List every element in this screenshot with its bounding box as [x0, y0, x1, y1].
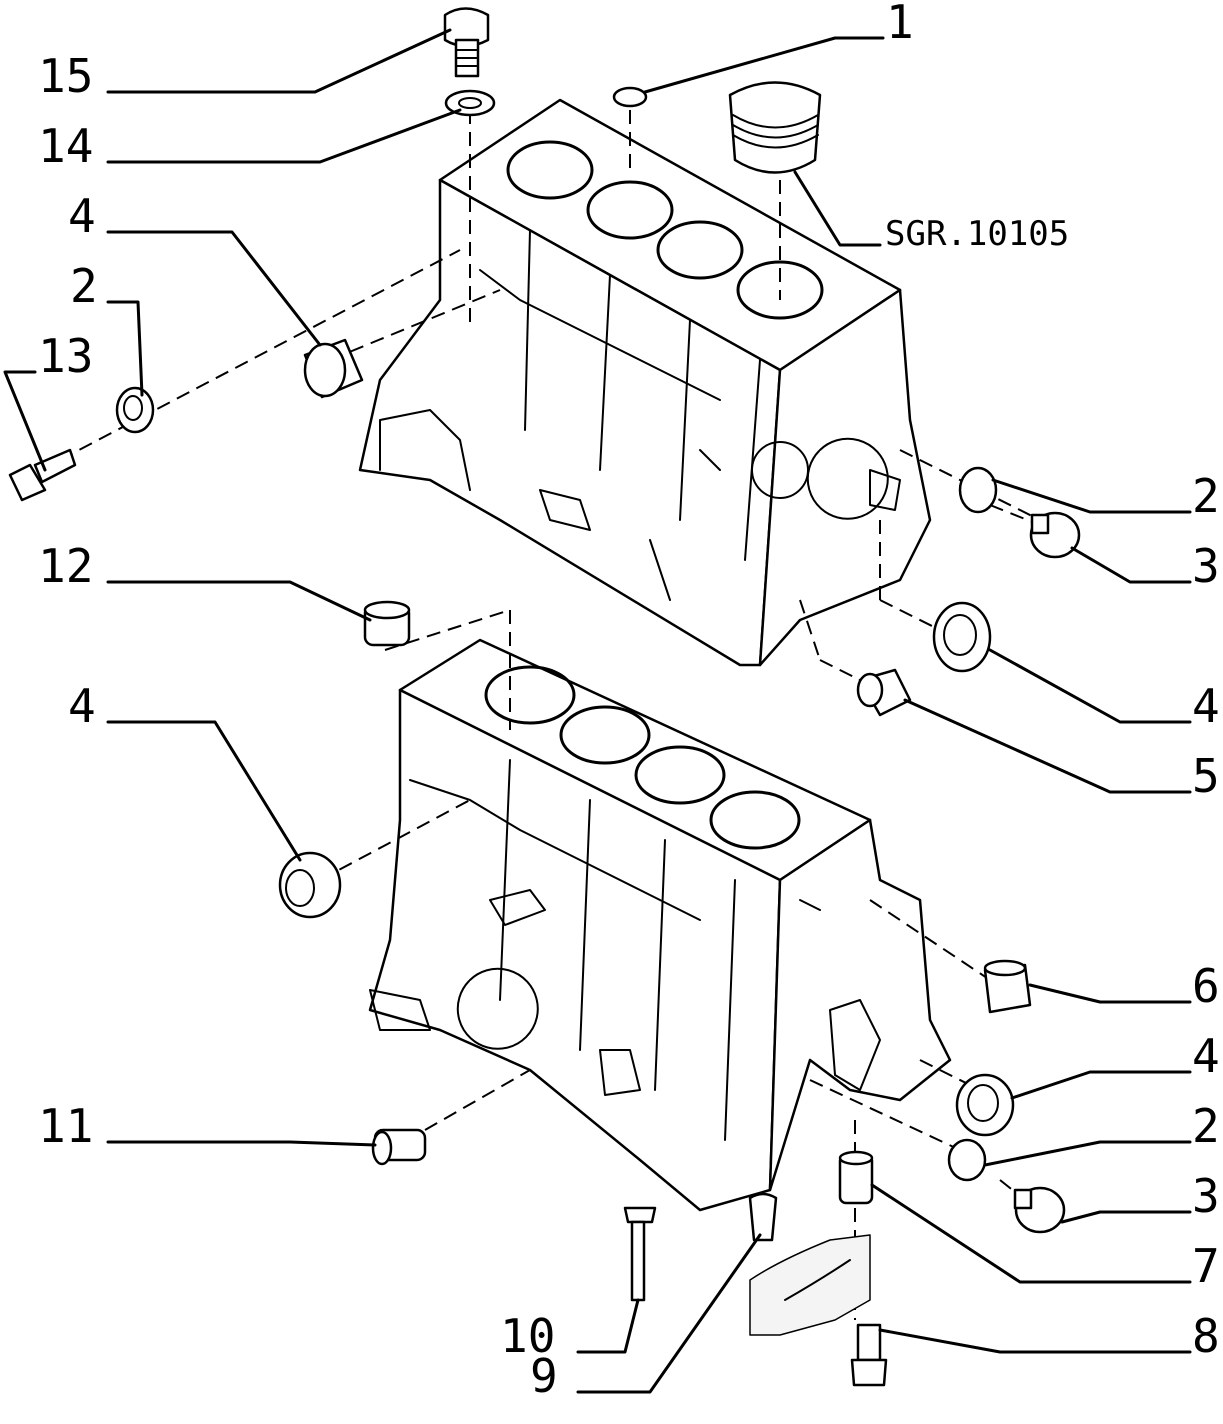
part-11-bushing — [371, 1128, 427, 1166]
callout-4-upper-right: 4 — [1192, 679, 1220, 733]
callout-9: 9 — [530, 1349, 558, 1403]
callout-2-upper-right: 2 — [1192, 469, 1220, 523]
callout-15: 15 — [38, 49, 93, 103]
part-4-seal-lower-left — [278, 851, 342, 919]
callout-4-upper-left: 4 — [68, 189, 96, 243]
callout-2-upper-left: 2 — [70, 259, 98, 313]
callout-5: 5 — [1192, 749, 1220, 803]
part-8-bolt — [850, 1323, 888, 1387]
part-2-ring-lower-right — [947, 1138, 987, 1182]
callout-13: 13 — [38, 329, 93, 383]
part-2-ring-upper-left — [115, 386, 155, 434]
part-piston — [728, 81, 822, 174]
part-10-dipstick — [623, 1206, 657, 1302]
leader-lines — [3, 28, 1192, 1394]
engine-block-upper — [358, 98, 932, 667]
part-4-seal-lower-right — [955, 1073, 1015, 1137]
callout-7: 7 — [1192, 1239, 1220, 1293]
callout-12: 12 — [38, 539, 93, 593]
callout-2-lower-right: 2 — [1192, 1099, 1220, 1153]
part-15-screw — [443, 7, 490, 78]
part-4-seal-upper-right — [932, 601, 992, 673]
callout-14: 14 — [38, 119, 93, 173]
part-1-plug — [612, 86, 648, 108]
callout-labels: 1 15 14 4 2 13 2 3 12 4 4 5 6 4 11 2 3 7… — [38, 0, 1220, 1403]
callout-4-lower-right: 4 — [1192, 1029, 1220, 1083]
part-3-plug-upper — [1029, 511, 1081, 559]
part-13-bolt — [8, 448, 77, 502]
engine-block-lower — [368, 638, 952, 1212]
part-14-washer — [444, 89, 496, 117]
callout-6: 6 — [1192, 959, 1220, 1013]
callout-11: 11 — [38, 1099, 93, 1153]
part-6-bushing — [983, 959, 1032, 1014]
part-2-ring-upper-right — [958, 466, 998, 514]
callout-1: 1 — [886, 0, 914, 49]
part-7-dowel — [838, 1150, 874, 1205]
reference-code: SGR.10105 — [885, 214, 1069, 254]
callout-4-lower-left: 4 — [68, 679, 96, 733]
part-3-plug-lower — [1013, 1186, 1066, 1234]
callout-8: 8 — [1192, 1309, 1220, 1363]
part-5-bushing — [856, 668, 912, 717]
callout-3-upper: 3 — [1192, 539, 1220, 593]
callout-3-lower: 3 — [1192, 1169, 1220, 1223]
callout-10: 10 — [500, 1309, 555, 1363]
part-12-bushing — [363, 600, 411, 647]
main-bearing-cap — [749, 1234, 871, 1336]
part-9-dowel — [748, 1192, 778, 1242]
part-4-seal-upper-left — [303, 338, 364, 399]
